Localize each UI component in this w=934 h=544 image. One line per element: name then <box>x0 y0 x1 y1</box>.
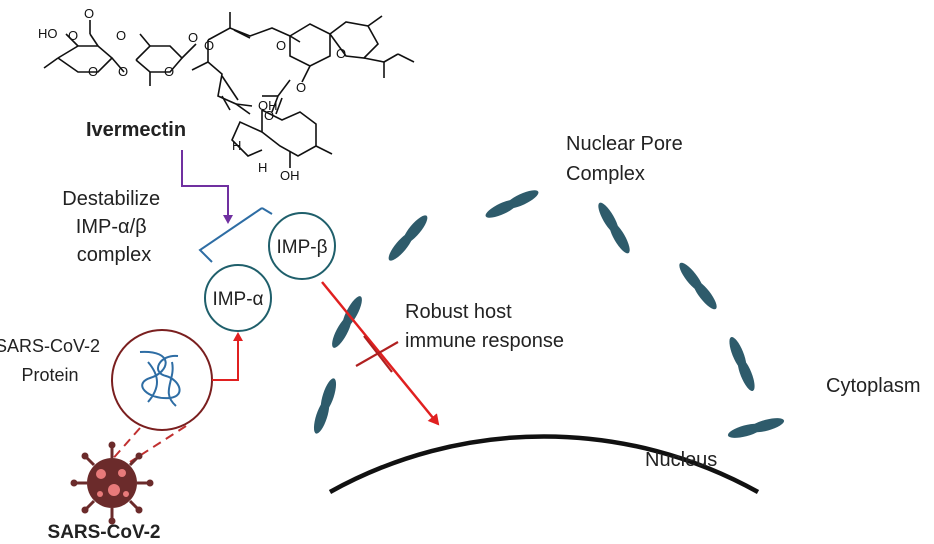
furan-ring <box>231 120 263 157</box>
nuclear-membrane <box>328 434 760 494</box>
macrocycle-upper <box>207 27 301 43</box>
atom-oh2: OH <box>280 168 300 183</box>
immune-response-label: Robust host immune response <box>405 301 564 352</box>
pore-2 <box>332 296 362 348</box>
atom-o12: O <box>264 108 274 123</box>
spiro-ring-2 <box>329 21 379 59</box>
nuclear-pore-line-1: Nuclear Pore <box>566 133 683 155</box>
pore-7 <box>729 336 755 392</box>
atom-o5: O <box>116 28 126 43</box>
viral-protein-circle <box>111 329 213 431</box>
spiro-ring-1 <box>289 23 331 67</box>
destabilize-line-3: complex <box>77 244 151 266</box>
sugar-2-ring <box>135 45 184 73</box>
pore-1 <box>313 378 337 434</box>
virus-label: SARS-CoV-2 <box>48 522 161 543</box>
viral-protein-line-2: Protein <box>21 365 78 385</box>
pore-8 <box>727 418 785 438</box>
atom-h1: H <box>232 138 241 153</box>
nuclear-pores <box>313 190 785 438</box>
ivermectin-structure <box>43 12 415 168</box>
virus-icon <box>70 441 154 525</box>
atom-h2: H <box>258 160 267 175</box>
viral-protein-label: SARS-CoV-2 Protein <box>0 336 105 385</box>
nucleus-label: Nucleus <box>645 449 717 471</box>
immune-response-line-1: Robust host <box>405 301 512 323</box>
pore-4 <box>485 190 539 218</box>
nuclear-pore-label: Nuclear Pore Complex <box>566 133 688 185</box>
viral-protein-line-1: SARS-CoV-2 <box>0 336 100 356</box>
virus-link-left <box>109 427 141 463</box>
atom-o3: O <box>88 64 98 79</box>
rna-strand-icon <box>139 350 181 407</box>
atom-ho1: HO <box>38 26 58 41</box>
macrocycle-lower <box>207 40 251 115</box>
pore-3 <box>388 215 428 261</box>
ivermectin-action-arrow <box>181 150 233 224</box>
atom-o10: O <box>336 46 346 61</box>
atom-o7: O <box>188 30 198 45</box>
atom-o4: O <box>118 64 128 79</box>
atom-o11: O <box>296 80 306 95</box>
destabilize-line-1: Destabilize <box>62 188 160 210</box>
atom-o8: O <box>204 38 214 53</box>
imp-alpha-label: IMP-α <box>212 289 263 310</box>
protein-to-imp-alpha-arrow <box>212 332 243 381</box>
cytoplasm-label: Cytoplasm <box>826 375 920 397</box>
atom-o6: O <box>164 64 174 79</box>
sugar-1-ring <box>57 45 114 73</box>
atom-oh1: OH <box>258 98 278 113</box>
destabilize-label: Destabilize IMP-α/β complex <box>62 188 165 266</box>
imp-beta-label: IMP-β <box>276 237 327 258</box>
virus-link-right <box>129 425 187 463</box>
blocked-cross-icon <box>355 335 399 373</box>
pore-5 <box>598 202 630 254</box>
nuclear-pore-line-2: Complex <box>566 163 645 185</box>
atom-o9: O <box>276 38 286 53</box>
ivermectin-label: Ivermectin <box>86 119 186 141</box>
immune-response-line-2: immune response <box>405 330 564 352</box>
pore-6 <box>679 262 717 310</box>
ivermectin-atoms: O HO O O O O O O O O O O O OH H OH H <box>38 6 346 183</box>
imp-beta-circle <box>268 212 336 280</box>
imp-alpha-circle <box>204 264 272 332</box>
atom-o1: O <box>84 6 94 21</box>
imp-complex-bracket <box>198 207 263 263</box>
atom-o2: O <box>68 28 78 43</box>
destabilize-line-2: IMP-α/β <box>76 216 147 238</box>
